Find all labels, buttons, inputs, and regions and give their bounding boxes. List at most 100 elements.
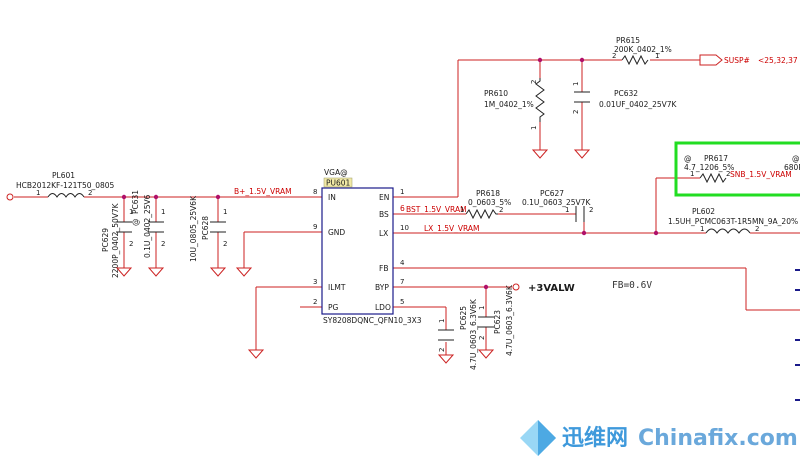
pl602-pin2: 2 [755, 225, 759, 233]
pc629-pin2: 2 [129, 240, 133, 248]
pr618-resistor [465, 208, 498, 220]
ic-pin-num-ldo: 5 [400, 298, 404, 306]
pc628-capacitor [210, 221, 226, 233]
pr617-value: 4.7_1206_5% [684, 163, 734, 172]
pc627-pin2: 2 [589, 206, 593, 214]
ic-pin-num-in: 8 [313, 188, 317, 196]
pc632-value: 0.01UF_0402_25V7K [599, 100, 678, 109]
net-v3alw-label: +3VALW [528, 283, 575, 294]
ic-pin-name-fb: FB [379, 264, 388, 273]
ic-pin-name-pg: PG [328, 303, 339, 312]
net-bst-label: BST_1.5V_VRAM [406, 205, 467, 214]
pr615-value: 200K_0402_1% [614, 45, 672, 54]
pr617-ref: PR617 [704, 154, 728, 163]
pr615-resistor [621, 54, 649, 66]
pr610-resistor [535, 78, 545, 122]
watermark-en: Chinafix.com [638, 426, 798, 451]
pr618-ref: PR618 [476, 189, 500, 198]
ic-pin-num-pg: 2 [313, 298, 317, 306]
ic-ref: PU601 [326, 179, 351, 188]
pc629-ref: PC629 [101, 228, 110, 252]
pr617-prefix: @ [684, 154, 692, 163]
pc632-pin1: 1 [572, 82, 580, 86]
pc623-pin1: 1 [478, 306, 486, 310]
pl602-ref: PL602 [692, 207, 715, 216]
pr610-pin1: 1 [530, 126, 538, 130]
ic-pin-name-lx: LX [379, 229, 388, 238]
ic-variant: VGA@ [324, 168, 348, 177]
v3alw-terminal [512, 283, 520, 291]
pr617-right-prefix: @ [792, 154, 800, 163]
pl602-pin1: 1 [700, 225, 704, 233]
pc629-capacitor [116, 221, 132, 233]
pc632-ref: PC632 [614, 89, 638, 98]
pc631-value: 0.1U_0402_25V6 [143, 194, 152, 258]
pl601-value: HCB2012KF-121T50_0805 [16, 181, 115, 190]
pr610-value: 1M_0402_1% [484, 100, 534, 109]
pr610-ref: PR610 [484, 89, 508, 98]
pr618-pin2: 2 [499, 206, 503, 214]
watermark-cn: 迅维网 [562, 425, 628, 451]
watermark: 迅维网 Chinafix.com [520, 420, 798, 456]
ic-pin-num-lx: 10 [400, 224, 409, 232]
ic-pin-num-fb: 4 [400, 259, 405, 267]
ic-pin-name-byp: BYP [375, 283, 389, 292]
pc627-ref: PC627 [540, 189, 564, 198]
pl601-inductor [47, 193, 85, 198]
pr617-pin2: 2 [726, 170, 730, 178]
pr615-pin1: 1 [655, 52, 659, 60]
pc631-capacitor [148, 221, 164, 233]
pc625-pin1: 1 [438, 319, 446, 323]
pr617-highlight-box [674, 141, 800, 197]
pr610-pin2: 2 [530, 80, 538, 84]
junctions [121, 57, 659, 290]
pc632-capacitor [574, 91, 590, 103]
right-edge-marks [795, 269, 800, 401]
pc628-ref: PC628 [201, 216, 210, 240]
ic-pin-name-ldo: LDO [375, 303, 391, 312]
net-bst-prefix: 6 [400, 204, 405, 213]
pc625-capacitor [438, 329, 454, 341]
ic-pin-name-gnd: GND [328, 228, 345, 237]
pc627-value: 0.1U_0603_25V7K [522, 198, 591, 207]
pc631-ref: PC631 [131, 190, 140, 214]
pc625-ref: PC625 [459, 306, 468, 330]
pc625-value: 4.7U_0603_6.3V6K [469, 298, 478, 370]
fb-note: FB=0.6V [612, 280, 652, 291]
ic-pin-num-ilmt: 3 [313, 278, 317, 286]
pc632-pin2: 2 [572, 110, 580, 114]
input-terminal [6, 193, 14, 201]
susp-connector [699, 54, 723, 66]
pr618-value: 0_0603_5% [468, 198, 511, 207]
pr618-pin1: 1 [460, 206, 464, 214]
ic-pin-num-gnd: 9 [313, 223, 317, 231]
pc631-pin2: 2 [161, 240, 165, 248]
pc623-capacitor [478, 316, 494, 328]
pc623-value: 4.7U_0603_6.3V6K [505, 284, 514, 356]
ic-pin-num-byp: 7 [400, 278, 404, 286]
pc623-pin2: 2 [478, 336, 486, 340]
ic-pin-name-in: IN [328, 193, 336, 202]
pl601-pin2: 2 [88, 189, 92, 197]
ic-pin-name-en: EN [379, 193, 389, 202]
pr615-ref: PR615 [616, 36, 640, 45]
net-susp-ref: <25,32,37 [758, 56, 798, 65]
pl602-inductor [705, 228, 751, 234]
pr615-pin2: 2 [612, 52, 616, 60]
pc628-pin1: 1 [223, 208, 227, 216]
pc625-pin2: 2 [438, 348, 446, 352]
ic-pin-name-ilmt: ILMT [328, 283, 346, 292]
net-susp-label: SUSP# [724, 56, 750, 65]
pc628-pin2: 2 [223, 240, 227, 248]
pl601-pin1: 1 [36, 189, 40, 197]
pl602-value: 1.5UH_PCMC063T-1R5MN_9A_20% [668, 217, 798, 226]
pr617-pin1: 1 [690, 170, 694, 178]
pc627-capacitor [575, 206, 585, 222]
ground-symbols [115, 149, 591, 364]
net-lx-label: LX_1.5V_VRAM [424, 224, 480, 233]
pc627-pin1: 1 [565, 206, 569, 214]
net-snb-label: SNB_1.5V_VRAM [730, 170, 792, 179]
ic-pu601-body [321, 187, 394, 315]
